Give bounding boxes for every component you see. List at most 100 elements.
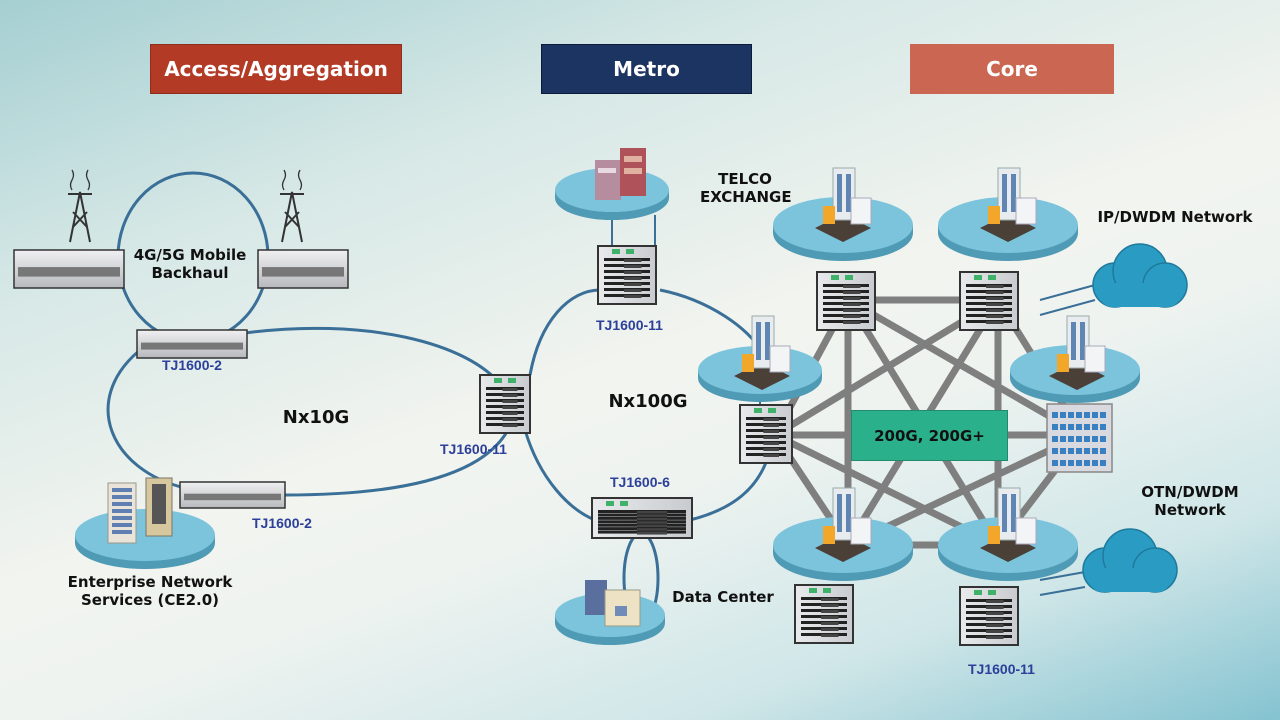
office-building-icon — [815, 487, 872, 562]
patch-port — [1092, 436, 1098, 442]
card-port — [986, 297, 1004, 300]
patch-port — [1076, 436, 1082, 442]
switch-ports — [184, 493, 281, 501]
ip-cloud-link-2 — [1039, 299, 1096, 316]
patch-port — [1084, 436, 1090, 442]
nx10g-link-top — [244, 326, 507, 391]
patch-port — [1100, 448, 1106, 454]
mobile-backhaul-line2: Backhaul — [151, 264, 229, 282]
card-port — [843, 297, 861, 300]
card-port — [624, 283, 642, 286]
card-port — [821, 634, 839, 637]
metro-bottom-chassis — [591, 497, 693, 539]
enterprise-line1: Enterprise Network — [67, 573, 233, 591]
power-connector — [809, 588, 817, 593]
metro-hub-chassis — [479, 374, 531, 434]
card-port — [986, 315, 1004, 318]
office-building-icon — [980, 487, 1037, 562]
telco-line2: EXCHANGE — [700, 188, 792, 206]
patch-port — [1084, 412, 1090, 418]
patch-port — [1052, 436, 1058, 442]
otn-line1: OTN/DWDM — [1141, 483, 1239, 501]
nx100g-link-top-left — [528, 288, 601, 376]
building-wing — [850, 517, 872, 545]
card-port — [763, 430, 779, 433]
window — [624, 156, 642, 162]
window — [152, 484, 166, 524]
card-port — [502, 418, 518, 421]
card-port — [843, 303, 861, 306]
access-radio-switch-right — [257, 249, 349, 289]
core-chassis-mid-left — [739, 404, 793, 464]
patch-port — [1060, 424, 1066, 430]
power-connector — [831, 275, 839, 280]
core-mesh-link — [846, 296, 1084, 439]
card-port — [637, 517, 667, 521]
mobile-backhaul-line1: 4G/5G Mobile — [133, 246, 247, 264]
patch-port — [1084, 448, 1090, 454]
nx100g-label: Nx100G — [608, 391, 688, 412]
nx10g-label: Nx10G — [282, 407, 350, 428]
power-connector — [974, 275, 982, 280]
card-port — [986, 285, 1004, 288]
enterprise-platform — [75, 509, 215, 569]
patch-port — [1076, 448, 1082, 454]
window — [112, 523, 132, 527]
office-building-icon — [1049, 315, 1106, 390]
patch-port — [1092, 412, 1098, 418]
card-port — [986, 618, 1004, 621]
core-chassis-bottom-left — [794, 584, 854, 644]
building-wing — [850, 197, 872, 225]
card-port — [763, 418, 779, 421]
card-port — [843, 321, 861, 324]
nx10g-link-bottom — [284, 429, 510, 497]
building-window — [765, 322, 770, 360]
patch-port — [1068, 436, 1074, 442]
window — [112, 530, 132, 534]
switch-ports — [141, 342, 243, 350]
building-wing — [1015, 517, 1037, 545]
building-wing — [1084, 345, 1106, 373]
power-connector — [620, 501, 628, 506]
core-chassis-top-right — [959, 271, 1019, 331]
ip-dwdm-label: IP/DWDM Network — [1097, 208, 1253, 226]
telco-buildings-icon — [595, 148, 646, 200]
card-port — [986, 321, 1004, 324]
card-port — [637, 528, 667, 532]
patch-port — [1068, 424, 1074, 430]
power-connector — [606, 501, 614, 506]
power-connector — [626, 249, 634, 254]
patch-port — [1076, 424, 1082, 430]
patch-port — [1092, 424, 1098, 430]
devices-layer — [13, 169, 1113, 646]
patch-port — [1092, 460, 1098, 466]
device-label-access-bottom: TJ1600-2 — [252, 515, 312, 531]
building-window — [1071, 322, 1076, 360]
ip-cloud-link-1 — [1039, 284, 1096, 301]
radio-waves — [281, 169, 303, 191]
cloud-base — [1100, 283, 1180, 307]
patch-port — [1092, 448, 1098, 454]
card-port — [637, 511, 667, 514]
power-connector — [988, 590, 996, 595]
platform-top — [75, 509, 215, 561]
card-port — [821, 622, 839, 625]
building-window — [1002, 174, 1007, 212]
device-label-metro-hub: TJ1600-11 — [440, 441, 507, 457]
nx100g-link-top-right — [659, 288, 762, 351]
office-building-icon — [815, 167, 872, 242]
building-window — [837, 494, 842, 532]
device-label-metro-bottom: TJ1600-6 — [610, 474, 670, 490]
building-entrance — [988, 206, 1000, 224]
window — [112, 516, 132, 520]
cell-tower-icon-right — [280, 169, 304, 243]
telco-exchange-label: TELCO EXCHANGE — [700, 170, 792, 206]
patch-port — [1052, 448, 1058, 454]
card-port — [502, 394, 518, 397]
enterprise-buildings-icon — [107, 477, 173, 544]
data-center-label: Data Center — [672, 588, 774, 606]
ip-dwdm-cloud-icon — [1092, 243, 1188, 308]
building-wing — [1015, 197, 1037, 225]
card-port — [986, 630, 1004, 633]
patch-port — [1100, 412, 1106, 418]
